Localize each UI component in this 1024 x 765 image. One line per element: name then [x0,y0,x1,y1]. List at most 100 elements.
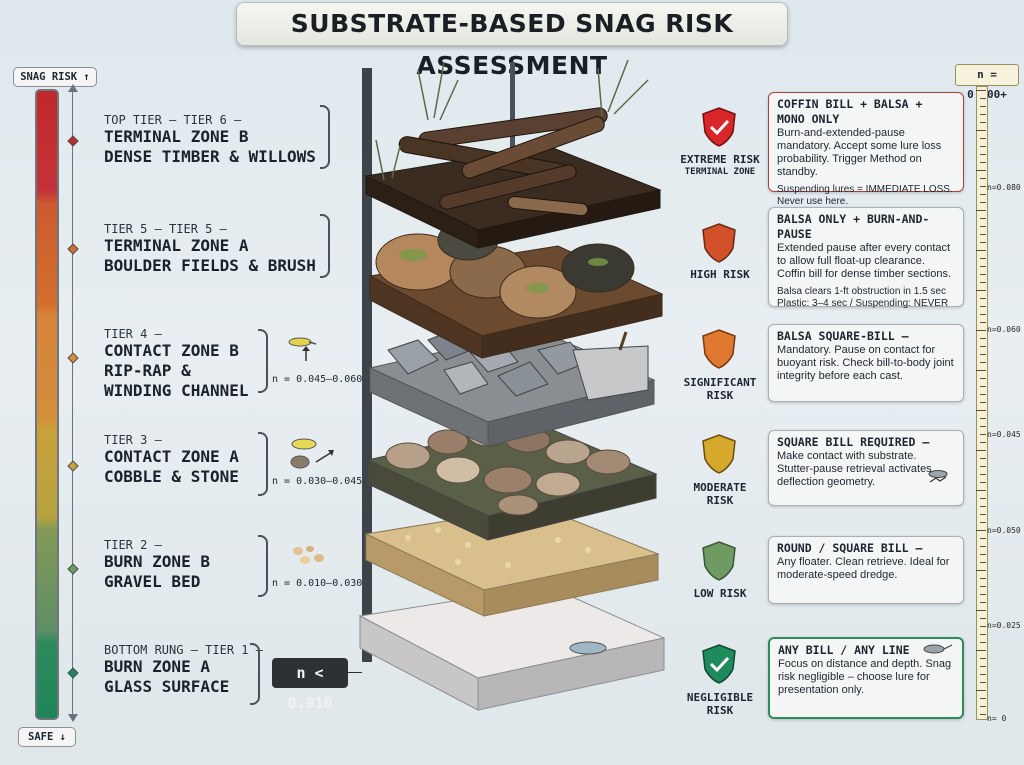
ruler-tick [980,698,986,699]
gravel-pebbles-icon [293,546,324,564]
negligible-risk-shield-icon [702,644,736,684]
ruler-tick [980,418,986,419]
ruler-tick [980,386,986,387]
ruler-tick [980,186,986,187]
tier-5-marker [67,243,79,255]
tier-2-label: TIER 2 – BURN ZONE B GRAVEL BED [104,538,210,591]
ruler-tick [980,506,986,507]
tier-6-marker [67,135,79,147]
ruler-tick [976,290,986,291]
high-risk-shield-icon [702,223,736,263]
tier-5-brace [320,214,330,278]
ruler-tick-label: n=0.080 [987,183,1021,192]
ruler-tick [976,90,986,91]
tier-1-brace [250,643,260,705]
tier-1-label: BOTTOM RUNG – TIER 1 – BURN ZONE A GLASS… [104,643,263,696]
ruler-tick [980,714,986,715]
significant-risk-label: SIGNIFICANT RISK [683,376,757,402]
ruler-tick [980,442,986,443]
snag-risk-label: SNAG RISK ↑ [13,67,97,87]
ruler-tick [980,114,986,115]
ruler-tick [980,474,986,475]
ruler-tick [980,562,986,563]
ruler-tick [980,314,986,315]
ruler-tick [980,194,986,195]
ruler-tick [980,602,986,603]
ruler-tick-label: n=0.025 [987,621,1021,630]
ruler-tick [980,594,986,595]
tier-2-n-range: n = 0.010–0.030 [272,578,363,589]
tier-3-n-range: n = 0.030–0.045 [272,476,363,487]
low-risk-label: LOW RISK [693,587,747,600]
ruler-tick [980,338,986,339]
ruler-tick [980,682,986,683]
low-risk-shield-icon [702,541,736,581]
any-lure-icon [923,644,953,654]
badge-connector [348,672,362,673]
ruler-tick [980,522,986,523]
extreme-risk-shield-icon [702,107,736,147]
ruler-tick [980,618,986,619]
ruler-tick [980,122,986,123]
ruler-tick [976,450,986,451]
tier-1-marker [67,667,79,679]
ruler-tick [980,706,986,707]
deflection-lure-icon [928,470,948,483]
tier-6-brace [320,105,330,169]
ruler-tick [980,554,986,555]
ruler-tick-label: n=0.045 [987,430,1021,439]
risk-gradient-bar [35,89,59,720]
extreme-risk-label: EXTREME RISK TERMINAL ZONE [680,153,760,177]
tier-4-marker [67,352,79,364]
tier-2-recommendation-card: ROUND / SQUARE BILL – Any floater. Clean… [768,536,964,604]
ruler-tick [980,626,986,627]
lure-over-stone-icon [290,438,334,469]
ruler-tick [976,490,986,491]
substrate-stack-illustration [358,59,666,711]
tier-3-marker [67,460,79,472]
tier-4-n-range: n = 0.045–0.060 [272,374,363,385]
n-threshold-badge: n < 0.010 [272,658,348,712]
axis-arrow-down-icon [68,714,78,722]
ruler-tick [980,226,986,227]
ruler-tick [980,346,986,347]
axis-arrow-up-icon [68,84,78,92]
ruler-tick [980,498,986,499]
ruler-tick [980,218,986,219]
ruler-tick [980,482,986,483]
ruler-tick [976,330,986,331]
ruler-tick [980,202,986,203]
ruler-tick-label: n= 0 [987,714,1007,723]
tier-5-label: TIER 5 – TIER 5 – TERMINAL ZONE A BOULDE… [104,222,316,275]
ruler-tick [976,170,986,171]
ruler-tick [980,458,986,459]
ruler-tick [980,274,986,275]
tier-4-recommendation-card: BALSA SQUARE-BILL – Mandatory. Pause on … [768,324,964,402]
ruler-tick [976,370,986,371]
ruler-tick [980,242,986,243]
ruler-tick [980,402,986,403]
ruler-tick [980,354,986,355]
ruler-tick [980,434,986,435]
ruler-tick [980,514,986,515]
ruler-tick [980,178,986,179]
ruler-tick [980,138,986,139]
ruler-tick [976,210,986,211]
moderate-risk-shield-icon [702,434,736,474]
ruler-tick-label: n=0.060 [987,325,1021,334]
tier-3-label: TIER 3 – CONTACT ZONE A COBBLE & STONE [104,433,239,486]
tier-5-recommendation-card: BALSA ONLY + BURN-AND-PAUSE Extended pau… [768,207,964,309]
ruler-tick [980,298,986,299]
lure-arrow-up-icon [288,337,317,361]
ruler-tick [976,530,986,531]
ruler-tick [980,578,986,579]
ruler-tick [980,466,986,467]
ruler-tick [980,538,986,539]
ruler-tick [980,394,986,395]
ruler-tick [976,130,986,131]
ruler-tick [980,146,986,147]
ruler-tick [976,650,986,651]
ruler-tick [980,106,986,107]
tier-2-brace [258,535,268,597]
ruler-tick [980,322,986,323]
